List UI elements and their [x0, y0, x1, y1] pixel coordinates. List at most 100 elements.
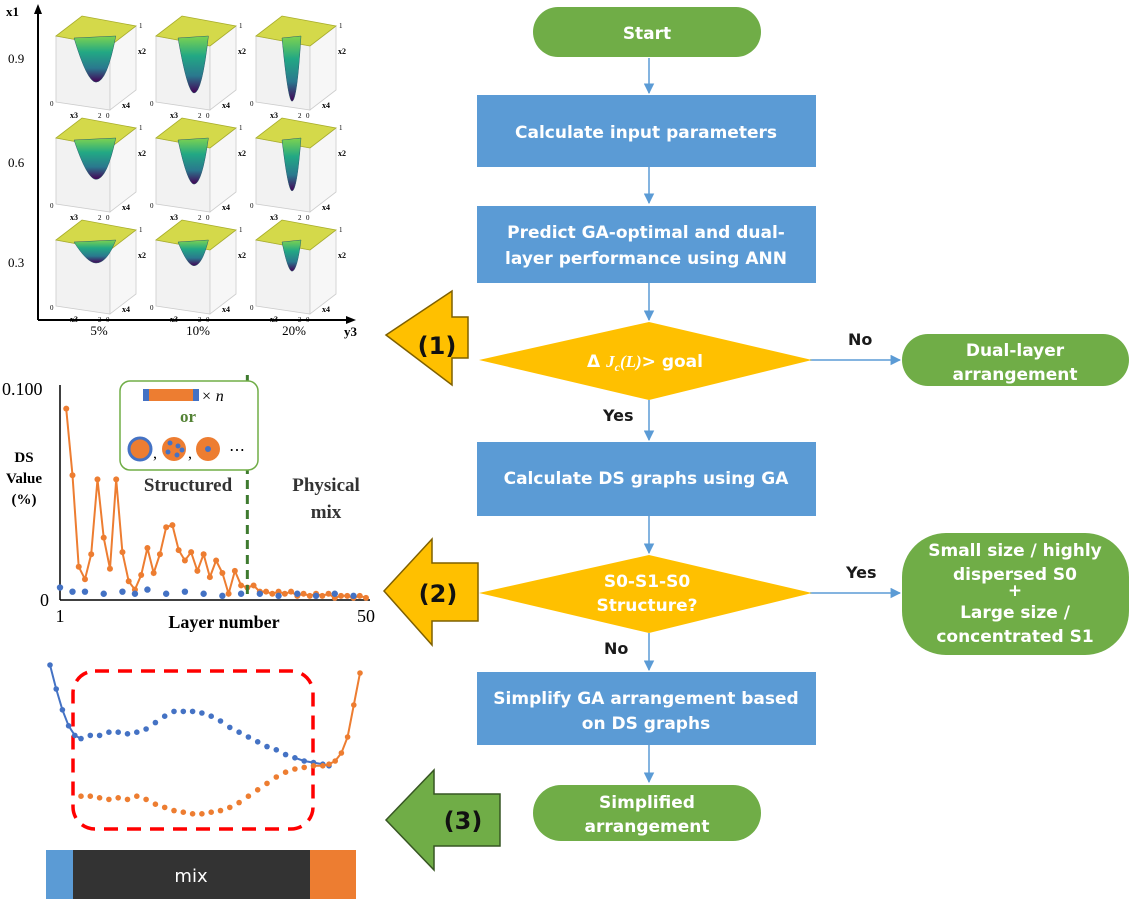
- surface-label-zero: 0: [50, 304, 54, 312]
- simplify-step: Simplify GA arrangement based on DS grap…: [477, 672, 816, 745]
- curve-point-blue: [124, 731, 131, 737]
- surface-label-zero-right: 0: [206, 112, 210, 120]
- ds-point-blue: [331, 590, 338, 597]
- curve-orange-line: [313, 672, 361, 767]
- big-arrow-2-label: (2): [419, 580, 458, 608]
- calc-input-label: Calculate input parameters: [515, 123, 777, 143]
- curve-point-orange: [96, 795, 103, 801]
- ds-point-blue: [256, 590, 264, 597]
- curve-point-orange: [152, 801, 159, 807]
- ds-point-orange: [300, 590, 307, 597]
- curve-point-orange: [320, 763, 326, 769]
- curve-point-blue: [208, 713, 214, 719]
- surface-label-zero-right: 0: [206, 214, 210, 222]
- surface-label-zero: 0: [50, 100, 54, 108]
- curve-point-blue: [282, 751, 289, 758]
- curve-point-orange: [134, 793, 140, 799]
- surface-label-x4: x4: [322, 305, 330, 314]
- curve-point-blue: [273, 747, 280, 753]
- curve-marks: [47, 662, 363, 817]
- surface-label-x2: x2: [138, 149, 146, 158]
- surface-x-tick-0: 5%: [90, 323, 108, 338]
- ds-point-orange: [106, 565, 113, 572]
- ds-point-orange: [363, 594, 369, 601]
- ds-point-orange: [81, 576, 88, 583]
- curve-point-orange: [310, 763, 317, 769]
- curve-point-blue: [143, 726, 149, 732]
- dual-layer-line1: Dual-layer: [966, 341, 1065, 361]
- simplify-line1: Simplify GA arrangement based: [493, 689, 798, 709]
- surface-label-x3: x3: [270, 213, 278, 222]
- ds-point-blue: [350, 592, 357, 600]
- ds-point-orange: [338, 592, 345, 599]
- curve-point-blue: [161, 713, 168, 719]
- legend-particle-coated: [127, 436, 153, 462]
- surface-label-one: 1: [139, 226, 143, 234]
- ds-point-blue: [181, 588, 189, 595]
- ds-point-orange: [156, 551, 163, 558]
- predict-step: Predict GA-optimal and dual- layer perfo…: [477, 206, 816, 283]
- curve-point-blue: [180, 708, 187, 715]
- ds-point-orange: [325, 590, 332, 597]
- curve-point-orange: [301, 764, 308, 771]
- surface-label-x3: x3: [270, 111, 278, 120]
- surface-x-arrow: [346, 316, 356, 324]
- ds-point-orange: [356, 592, 363, 599]
- ds-point-orange: [125, 578, 132, 585]
- surface-label-x2: x2: [338, 47, 346, 56]
- ds-y-label-line2: Value: [6, 471, 42, 487]
- legend-bar-blue-left: [143, 389, 149, 401]
- surface-label-two: 2: [198, 112, 202, 120]
- curve-point-blue: [236, 729, 242, 735]
- surface-y-tick-0: 0.9: [8, 51, 24, 66]
- surface-label-x3: x3: [170, 315, 178, 324]
- flowchart: Start Calculate input parameters Predict…: [477, 7, 1129, 841]
- surface-label-zero-right: 0: [106, 316, 110, 324]
- ds-x-tick-right: 50: [357, 606, 375, 626]
- surface-label-zero: 0: [50, 202, 54, 210]
- curve-point-blue: [87, 732, 94, 739]
- ds-point-orange: [344, 592, 351, 599]
- simplified-line2: arrangement: [585, 817, 710, 837]
- surface-label-one: 1: [139, 124, 143, 132]
- surface-y-axis-label: x1: [6, 4, 19, 19]
- ds-point-orange: [238, 582, 245, 589]
- ds-point-orange: [269, 590, 276, 597]
- ds-point-orange: [263, 588, 270, 595]
- legend-times-n: × n: [201, 388, 224, 405]
- surface-label-zero: 0: [250, 304, 254, 312]
- ds-y-tick-bottom: 0: [40, 590, 49, 610]
- ds-point-blue: [275, 592, 282, 600]
- result-plus: +: [1008, 581, 1022, 601]
- big-arrow-2: (2): [382, 537, 479, 647]
- arrangement-bar-orange: [310, 850, 356, 899]
- legend-comma-2: ,: [188, 445, 192, 462]
- surface-valley: [281, 35, 302, 102]
- ds-point-orange: [188, 549, 195, 556]
- surface-label-two: 2: [98, 112, 102, 120]
- curve-point-orange: [326, 761, 332, 767]
- curve-point-orange: [171, 807, 177, 814]
- curve-point-orange: [208, 809, 214, 815]
- ds-point-blue: [119, 588, 126, 595]
- physical-mix-label-line1: Physical: [292, 475, 360, 496]
- surface-label-x3: x3: [170, 111, 178, 120]
- surface-label-x4: x4: [222, 101, 230, 110]
- surface-label-x4: x4: [322, 203, 330, 212]
- curve-point-orange: [357, 670, 363, 676]
- curve-point-blue: [292, 755, 298, 761]
- ds-point-blue: [56, 584, 64, 591]
- legend-bar-blue-right: [193, 389, 199, 401]
- curve-point-orange: [236, 799, 242, 806]
- surface-label-x3: x3: [70, 315, 78, 324]
- surface-valley: [73, 137, 117, 180]
- surface-label-x3: x3: [70, 213, 78, 222]
- curve-point-orange: [332, 758, 339, 764]
- result-large-line1: Large size /: [960, 603, 1071, 623]
- surface-label-zero-right: 0: [306, 214, 310, 222]
